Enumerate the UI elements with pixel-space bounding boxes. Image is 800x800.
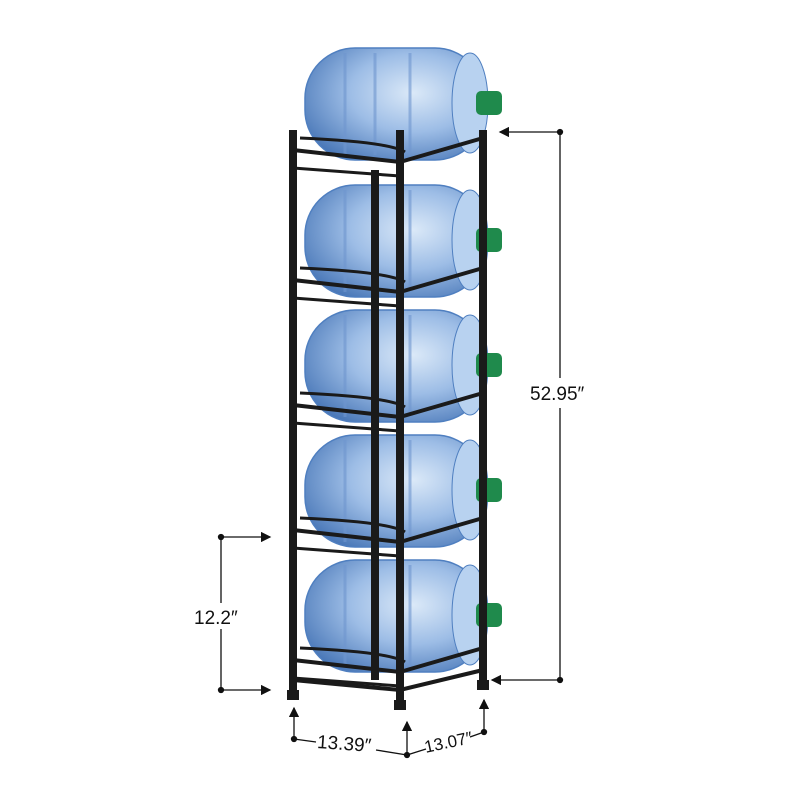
depth-label: 13.07″ [423,728,474,757]
shelf-rail [292,516,484,545]
shelf-rail [292,391,484,420]
shelf-rail [292,421,401,433]
rack-foot [287,690,299,700]
shelf-rail [299,266,406,284]
footprint-dimension [288,698,490,759]
shelf-rail [292,646,484,675]
shelf-rail [299,391,406,409]
rack-frame [287,130,489,710]
shelf-rail [299,136,406,154]
shelf-rail [292,166,401,178]
rack-foot [477,680,489,690]
shelf-rail [299,516,406,534]
shelf-rail [292,266,484,295]
shelf-rail [292,296,401,308]
shelf-rail [292,546,401,558]
water-bottle [304,47,502,161]
shelf-spacing-label: 12.2″ [194,608,238,629]
shelf-rail [292,136,484,165]
rack-foot [394,700,406,710]
shelf-rail [292,676,401,688]
shelf-rail [299,646,406,664]
bottle-cap-icon [476,91,502,115]
width-label: 13.39″ [316,732,372,757]
height-label: 52.95″ [530,384,585,405]
base-rail [292,668,484,693]
